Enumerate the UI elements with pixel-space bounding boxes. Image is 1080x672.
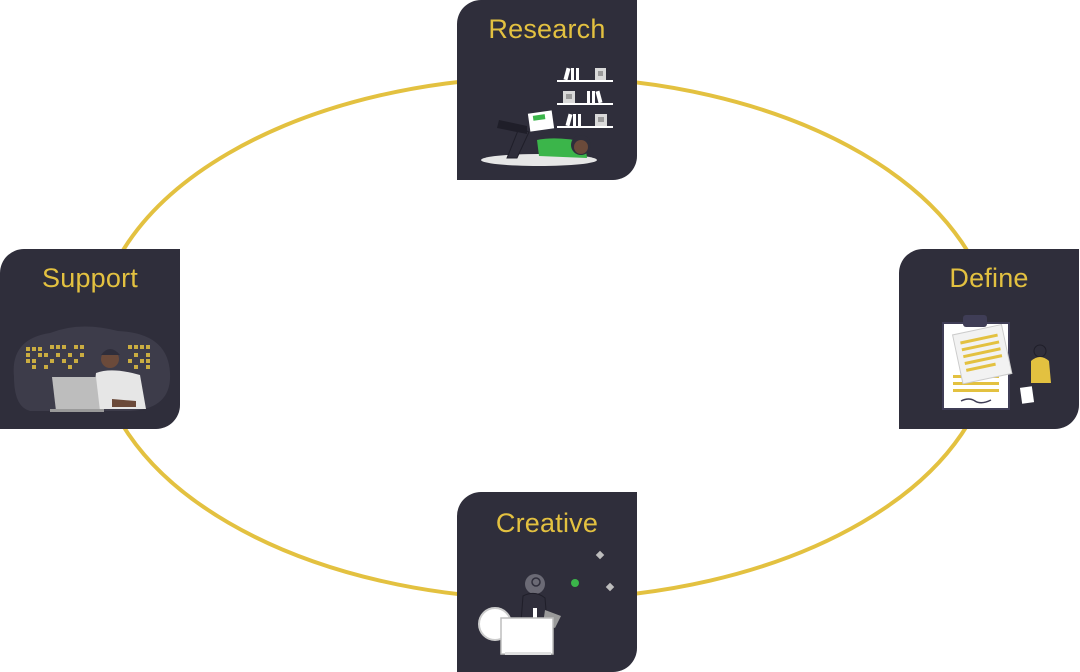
step-card-creative: Creative <box>457 492 637 672</box>
step-card-define: Define <box>899 249 1079 429</box>
step-card-research: Research <box>457 0 637 180</box>
step-label: Research <box>488 14 606 44</box>
step-label: Creative <box>495 508 599 538</box>
clipboard-document-person-illustration <box>942 315 1051 413</box>
step-label: Define <box>949 263 1029 293</box>
step-label: Support <box>42 263 138 293</box>
person-ideas-at-desk-illustration <box>478 550 615 655</box>
step-card-support: Support <box>0 249 180 429</box>
person-laptop-headphones-illustration <box>13 326 171 412</box>
person-reading-laptop-bookshelf-illustration <box>481 67 613 166</box>
